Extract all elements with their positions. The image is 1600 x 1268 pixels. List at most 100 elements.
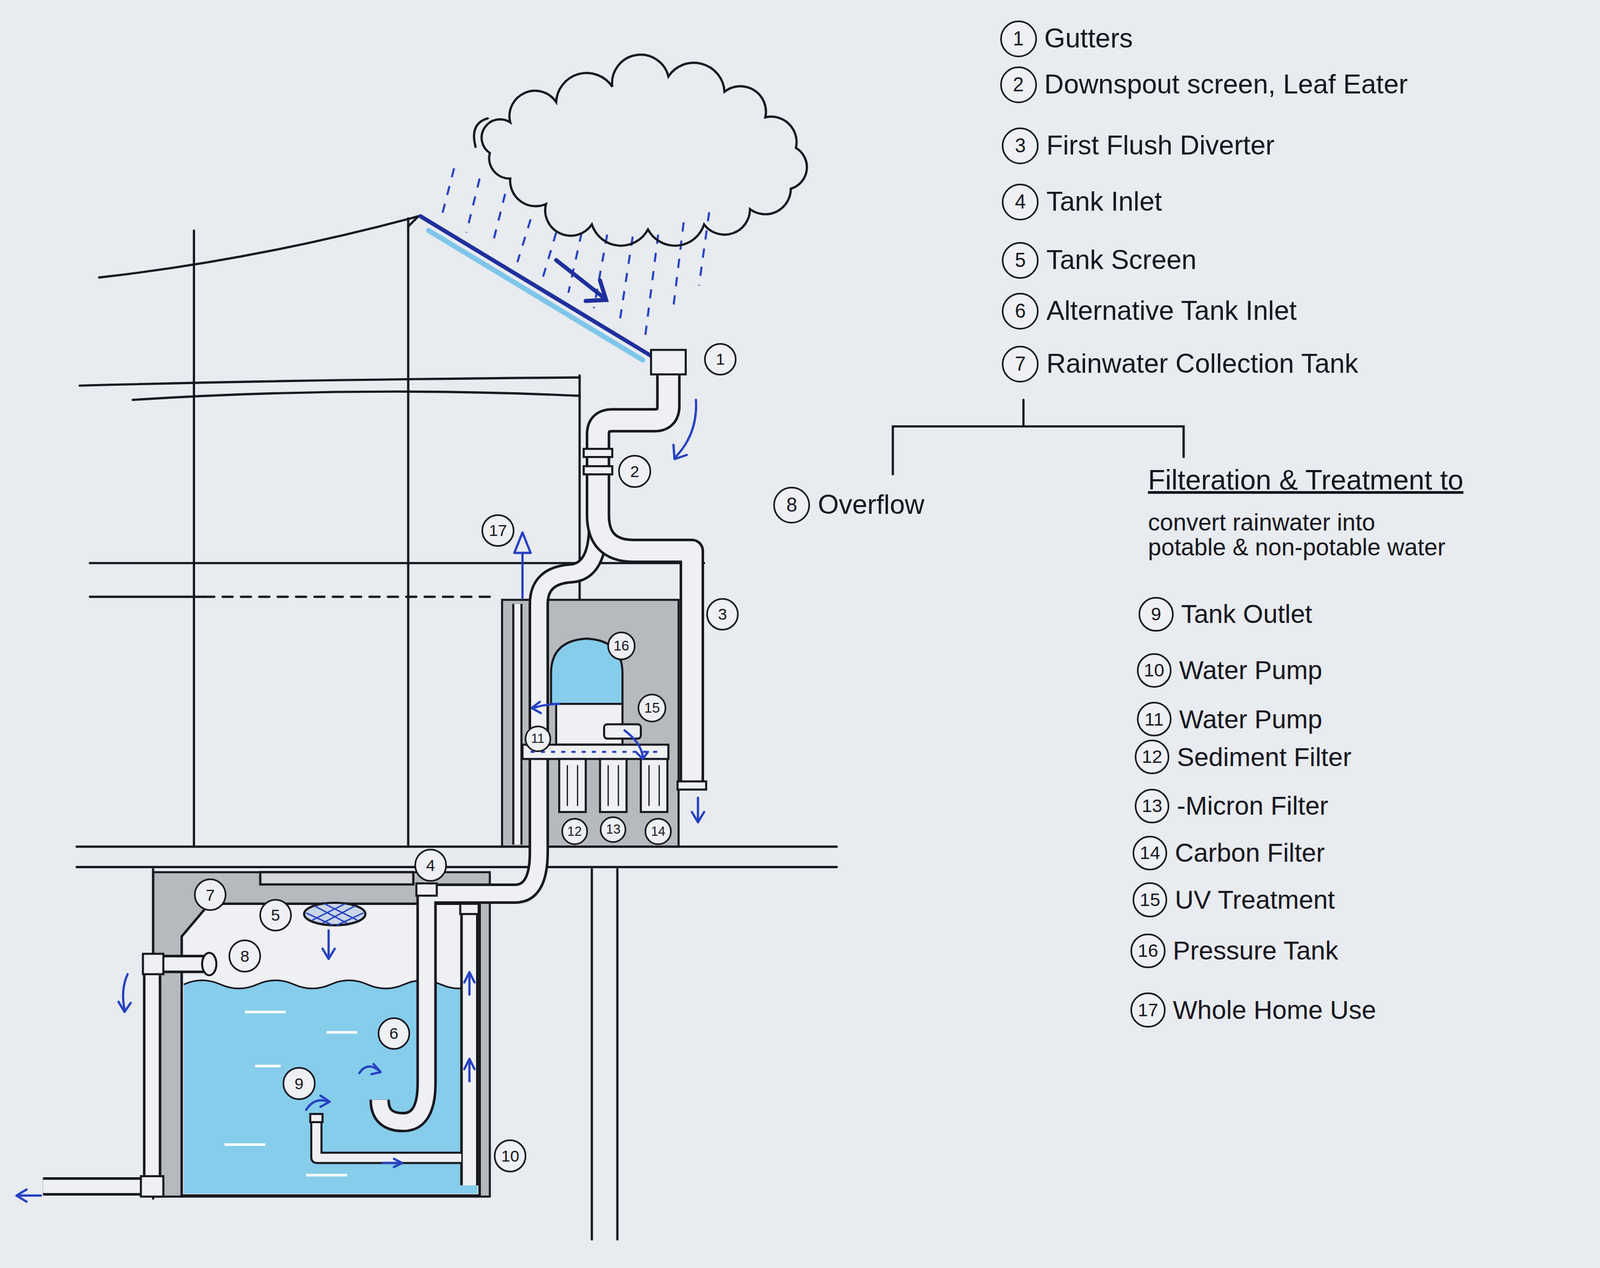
cloud: [481, 54, 807, 246]
callout-number: 4: [426, 856, 436, 875]
callout-circle: 2: [1000, 66, 1037, 104]
callout-number: 5: [1014, 249, 1026, 272]
rain: [644, 234, 659, 339]
rain: [466, 178, 480, 233]
pipes: [379, 525, 599, 1123]
callout-circle: 17: [481, 514, 514, 547]
house-outline: [89, 596, 204, 599]
house-outline: [590, 869, 593, 1240]
pipe-fittings: [583, 466, 613, 475]
callout-circle: 14: [644, 818, 672, 845]
pipe-fittings: [141, 1176, 164, 1197]
house-outline: [192, 230, 196, 847]
roof: [556, 259, 605, 298]
part-name: -Micron Filter: [1176, 791, 1329, 821]
part-name: Overflow: [817, 489, 925, 521]
callout-circle: 9: [1138, 597, 1174, 632]
house-outline: [132, 391, 580, 400]
flow-arrow: [16, 399, 705, 1202]
part-name: Carbon Filter: [1174, 838, 1325, 868]
rain: [491, 193, 506, 247]
callout-circle: 16: [607, 631, 637, 661]
pipe-fittings: [416, 883, 438, 896]
flow-arrow: [123, 974, 128, 1010]
callout-circle: 2: [618, 454, 651, 488]
callout-number: 10: [500, 1147, 519, 1166]
pipes: [598, 374, 693, 786]
callout-circle: 11: [524, 725, 552, 753]
house-outline: [76, 845, 838, 848]
part-name: Rainwater Collection Tank: [1046, 348, 1358, 380]
callout-number: 13: [1141, 795, 1163, 816]
pipe-fittings: [651, 350, 686, 375]
flow-arrow: [697, 798, 700, 822]
callout-circle: 13: [599, 816, 627, 843]
callout-number: 17: [489, 521, 507, 540]
pipe-fittings: [677, 781, 707, 790]
house-outline: [76, 866, 838, 869]
shaded-area: [501, 599, 679, 847]
callout-circle: 4: [414, 848, 447, 882]
callout-number: 17: [1137, 1000, 1159, 1021]
legend-bracket: [892, 399, 1184, 475]
callout-number: 9: [1150, 604, 1162, 625]
pipe-fittings: [460, 904, 479, 915]
part-name: Gutters: [1044, 23, 1134, 55]
pipes: [512, 604, 523, 846]
callout-number: 16: [613, 638, 630, 654]
house-outline: [76, 216, 838, 1240]
callout-number: 14: [651, 824, 666, 839]
section-heading: Filteration & Treatment to: [1147, 464, 1464, 497]
pipes: [316, 1120, 462, 1158]
treatment-equipment: [604, 724, 641, 739]
callout-circle: 1: [704, 343, 737, 376]
shaded-area: [152, 872, 490, 1197]
callout-circle: 10: [1136, 653, 1172, 688]
flow-arrow: [393, 1159, 403, 1168]
callout-circle: 5: [1001, 242, 1039, 279]
flow-arrow: [468, 974, 471, 995]
cloud: [473, 118, 488, 147]
callout-number: 2: [1013, 74, 1024, 96]
callout-number: 11: [531, 731, 545, 746]
callout-number: 12: [567, 824, 582, 839]
pipes: [42, 374, 692, 1187]
callout-number: 16: [1137, 940, 1159, 961]
pipes: [379, 525, 599, 1123]
treatment-equipment: [640, 759, 668, 813]
rain: [543, 232, 557, 278]
callout-number: 9: [294, 1074, 304, 1093]
callout-circle: 10: [493, 1139, 527, 1173]
pipes: [462, 909, 477, 1186]
flow-arrow: [673, 444, 687, 459]
callout-number: 13: [606, 822, 621, 837]
pipes: [598, 374, 693, 786]
pipes: [316, 1120, 462, 1158]
callout-circle: 11: [1136, 701, 1172, 737]
part-name: Alternative Tank Inlet: [1046, 295, 1297, 327]
treatment-equipment: [567, 765, 660, 807]
callout-circle: 12: [561, 818, 588, 845]
rain: [619, 236, 633, 324]
callout-circle: 9: [282, 1067, 316, 1100]
pipe-fittings: [310, 1114, 323, 1123]
callout-circle: 6: [377, 1017, 411, 1050]
roof: [420, 216, 654, 358]
flow-arrow: [675, 399, 696, 458]
part-name: Sediment Filter: [1176, 742, 1352, 773]
callout-number: 1: [715, 350, 726, 368]
house-outline: [98, 216, 419, 278]
house-outline: [89, 561, 705, 565]
flow-arrow: [514, 532, 531, 554]
pipe-fittings: [143, 953, 164, 975]
rain: [440, 168, 455, 220]
treatment-equipment: [599, 759, 627, 813]
callout-number: 3: [1014, 135, 1026, 157]
collection-tank: [306, 904, 364, 926]
callout-circle: 8: [228, 939, 261, 973]
pipe-fittings: [141, 350, 707, 1197]
flow-arrow: [18, 1194, 42, 1197]
callout-number: 11: [1144, 709, 1164, 730]
part-name: Tank Outlet: [1181, 599, 1313, 629]
